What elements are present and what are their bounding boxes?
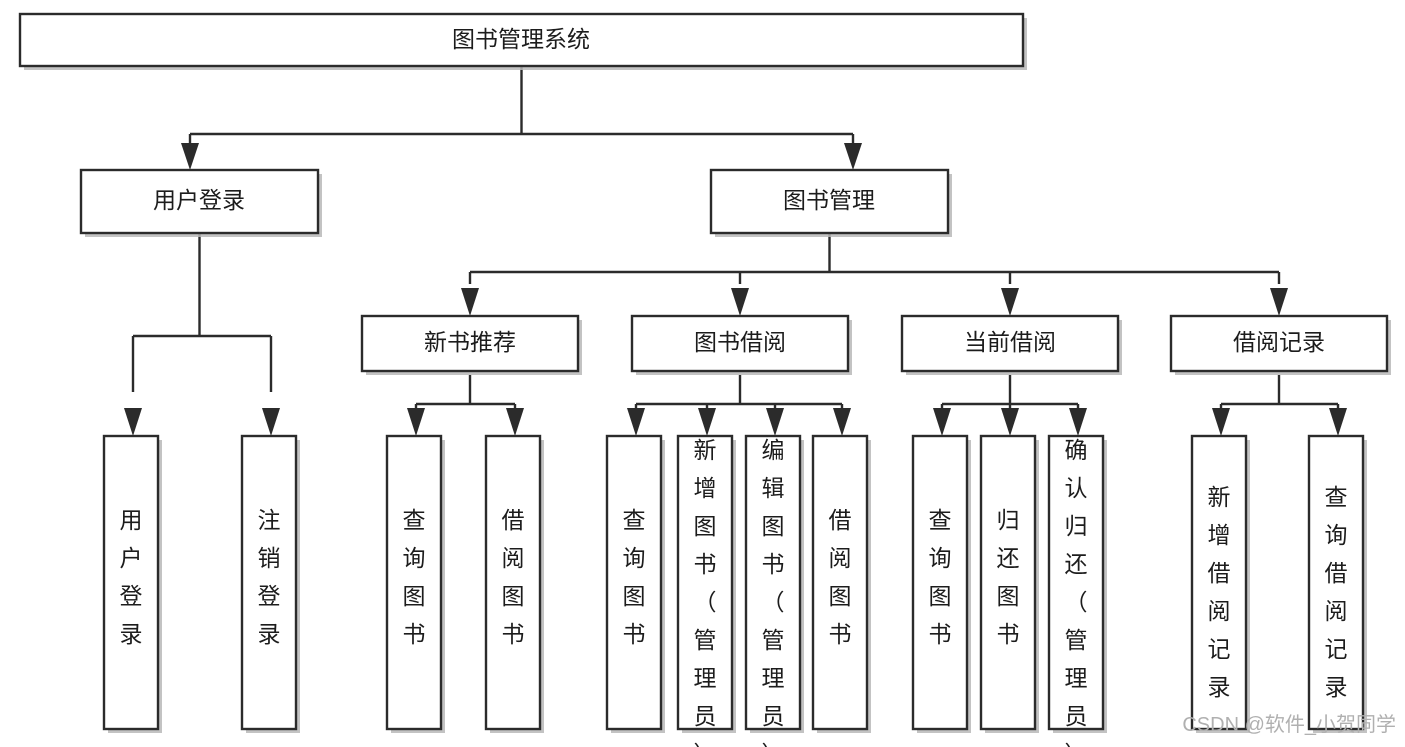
node-leaf-edit-book[interactable]: 编辑图书（管理员） [744, 434, 804, 747]
node-leaf-add-book-label: 新增图书（管理员） [694, 437, 717, 747]
node-leaf-user-login-box[interactable] [102, 434, 160, 731]
arrow-head-leaf-confirm-return [1069, 408, 1087, 436]
arrow-head-leaf-query-book-1 [407, 408, 425, 436]
connector-layer [124, 66, 1347, 436]
node-borrow-record-box[interactable] [1169, 314, 1389, 373]
node-leaf-return-book-label: 归还图书 [997, 507, 1020, 647]
node-leaf-user-login-label: 用户登录 [120, 507, 143, 647]
node-new-book-recommend[interactable]: 新书推荐 [360, 314, 582, 375]
arrow-head-leaf-logout [262, 408, 280, 436]
node-leaf-query-book-3[interactable]: 查询图书 [911, 434, 971, 733]
node-leaf-add-book[interactable]: 新增图书（管理员） [676, 434, 736, 747]
node-book-borrow-box[interactable] [630, 314, 850, 373]
node-leaf-borrow-book-1-label: 借阅图书 [502, 507, 525, 647]
arrow-head-current-borrow [1001, 288, 1019, 316]
connector-book-manage-bus [468, 233, 1281, 284]
connector-borrow-record-bus [1219, 375, 1340, 412]
arrow-head-leaf-add-record [1212, 408, 1230, 436]
arrow-head-leaf-user-login [124, 408, 142, 436]
node-borrow-record[interactable]: 借阅记录 [1169, 314, 1391, 375]
node-leaf-edit-book-box[interactable] [744, 434, 802, 731]
node-book-manage-box[interactable] [709, 168, 950, 235]
arrow-head-leaf-borrow-book-1 [506, 408, 524, 436]
node-leaf-borrow-book-2-box[interactable] [811, 434, 869, 731]
arrow-head-leaf-query-record [1329, 408, 1347, 436]
arrow-head-leaf-add-book [698, 408, 716, 436]
node-leaf-query-book-1[interactable]: 查询图书 [385, 434, 445, 733]
node-leaf-return-book[interactable]: 归还图书 [979, 434, 1039, 733]
node-root[interactable]: 图书管理系统 [18, 12, 1027, 70]
node-current-borrow[interactable]: 当前借阅 [900, 314, 1122, 375]
connector-current-borrow-bus [940, 375, 1080, 412]
node-leaf-query-book-3-label: 查询图书 [929, 507, 952, 647]
arrow-head-book-borrow [731, 288, 749, 316]
node-book-manage-label: 图书管理 [783, 187, 875, 213]
node-leaf-query-book-1-label: 查询图书 [403, 507, 426, 647]
node-current-borrow-label: 当前借阅 [964, 329, 1056, 355]
node-borrow-record-label: 借阅记录 [1233, 329, 1325, 355]
node-book-borrow-label: 图书借阅 [694, 329, 786, 355]
node-leaf-query-book-2-box[interactable] [605, 434, 663, 731]
node-leaf-borrow-book-2-label: 借阅图书 [829, 507, 852, 647]
arrow-head-leaf-query-book-2 [627, 408, 645, 436]
node-leaf-query-book-3-box[interactable] [911, 434, 969, 731]
node-current-borrow-box[interactable] [900, 314, 1120, 373]
node-leaf-logout[interactable]: 注销登录 [240, 434, 300, 733]
connector-book-borrow-bus [634, 375, 844, 412]
node-leaf-edit-book-label: 编辑图书（管理员） [762, 437, 785, 747]
connector-new-book-recommend-bus [414, 375, 517, 412]
node-leaf-logout-box[interactable] [240, 434, 298, 731]
node-leaf-borrow-book-1-box[interactable] [484, 434, 542, 731]
node-leaf-confirm-return-label: 确认归还（管理员） [1065, 437, 1088, 747]
connector-root-to-level2-bus [188, 66, 855, 146]
arrow-head-user-login [181, 143, 199, 170]
node-user-login-label: 用户登录 [153, 187, 245, 213]
connector-user-login-bus [131, 233, 273, 392]
node-book-borrow[interactable]: 图书借阅 [630, 314, 852, 375]
node-leaf-user-login[interactable]: 用户登录 [102, 434, 162, 733]
arrow-head-leaf-return-book [1001, 408, 1019, 436]
arrow-head-leaf-borrow-book-2 [833, 408, 851, 436]
node-leaf-query-book-1-box[interactable] [385, 434, 443, 731]
node-user-login-box[interactable] [79, 168, 320, 235]
node-root-label: 图书管理系统 [452, 26, 590, 52]
arrow-head-borrow-record [1270, 288, 1288, 316]
node-leaf-borrow-book-2[interactable]: 借阅图书 [811, 434, 871, 733]
node-leaf-confirm-return-box[interactable] [1047, 434, 1105, 731]
node-leaf-query-record[interactable]: 查询借阅记录 [1307, 434, 1367, 733]
node-leaf-borrow-book-1[interactable]: 借阅图书 [484, 434, 544, 733]
node-leaf-query-record-box[interactable] [1307, 434, 1365, 731]
arrow-head-leaf-query-book-3 [933, 408, 951, 436]
watermark-label: CSDN @软件_小贺同学 [1182, 713, 1396, 736]
node-leaf-query-book-2[interactable]: 查询图书 [605, 434, 665, 733]
node-leaf-add-book-box[interactable] [676, 434, 734, 731]
arrow-head-book-manage [844, 143, 862, 170]
node-leaf-add-record[interactable]: 新增借阅记录 [1190, 434, 1250, 733]
node-leaf-query-book-2-label: 查询图书 [623, 507, 646, 647]
node-leaf-add-record-box[interactable] [1190, 434, 1248, 731]
node-new-book-recommend-box[interactable] [360, 314, 580, 373]
node-leaf-query-record-label: 查询借阅记录 [1325, 484, 1348, 700]
node-user-login[interactable]: 用户登录 [79, 168, 322, 237]
node-root-box[interactable] [18, 12, 1025, 68]
node-leaf-add-record-label: 新增借阅记录 [1208, 484, 1231, 700]
node-book-manage[interactable]: 图书管理 [709, 168, 952, 237]
node-leaf-return-book-box[interactable] [979, 434, 1037, 731]
node-new-book-recommend-label: 新书推荐 [424, 329, 516, 355]
node-leaf-confirm-return[interactable]: 确认归还（管理员） [1047, 434, 1107, 747]
arrow-head-leaf-edit-book [766, 408, 784, 436]
node-leaf-logout-label: 注销登录 [258, 507, 281, 647]
arrow-head-new-book-recommend [461, 288, 479, 316]
